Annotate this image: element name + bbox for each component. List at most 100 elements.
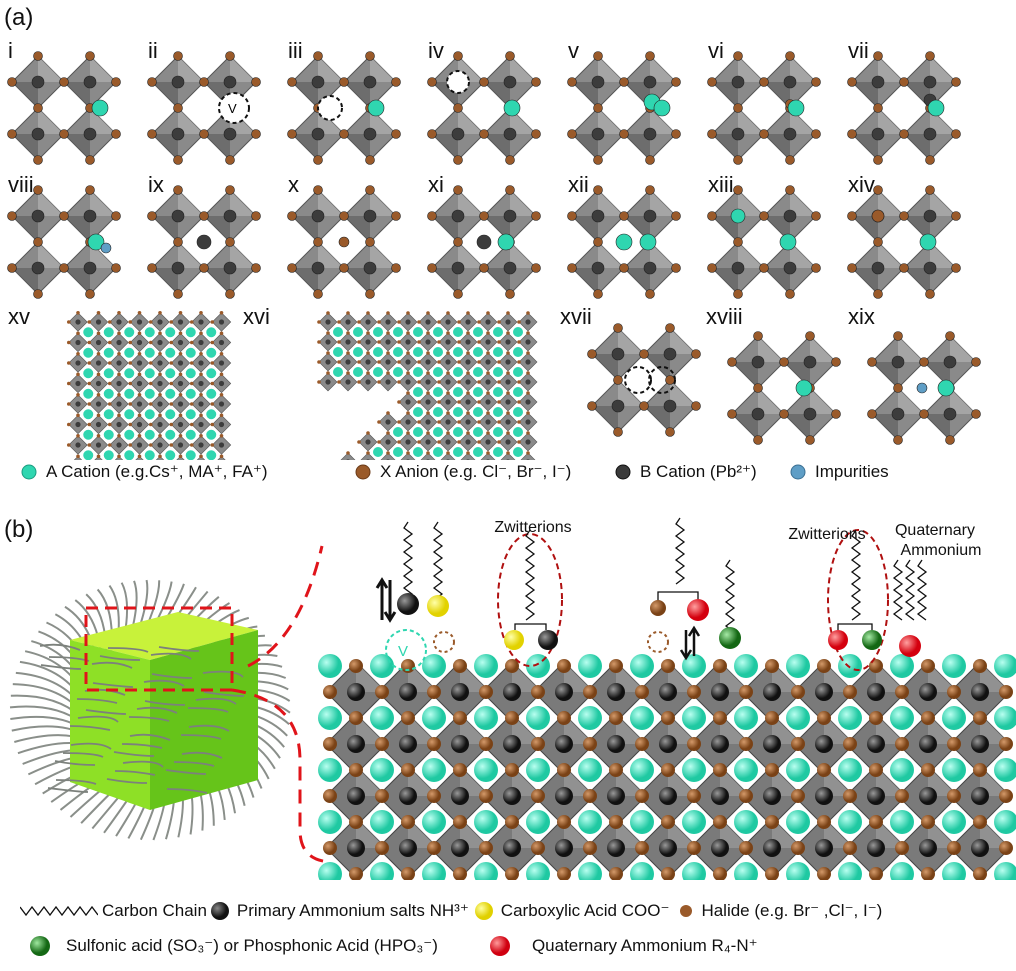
halide-head: [650, 600, 666, 616]
b-cation: [116, 319, 122, 325]
b-cation: [451, 127, 465, 141]
x-anion: [791, 789, 805, 803]
b-cation: [95, 442, 102, 448]
b-cation: [198, 360, 204, 366]
b-cation: [345, 319, 351, 325]
x-anion: [457, 360, 461, 364]
x-anion: [613, 375, 623, 385]
x-anion: [517, 420, 521, 424]
x-anion: [169, 361, 174, 365]
octahedron-face: [790, 190, 816, 216]
x-anion: [973, 763, 987, 777]
a-cation: [453, 367, 463, 377]
octahedron: [217, 455, 226, 460]
a-cation: [994, 706, 1016, 730]
octahedron-face: [572, 268, 598, 294]
x-anion: [313, 289, 323, 299]
x-anion: [999, 685, 1013, 699]
a-cation: [787, 99, 805, 117]
x-anion: [169, 320, 174, 324]
b-cation: [385, 359, 391, 365]
x-anion: [366, 311, 370, 315]
a-cation: [206, 368, 217, 379]
b-cation: [425, 359, 431, 365]
octahedron-face: [460, 818, 490, 848]
a-cation: [639, 233, 657, 251]
a-cation: [433, 347, 443, 357]
x-anion: [349, 815, 363, 829]
x-anion: [531, 685, 545, 699]
x-anion: [219, 392, 224, 397]
x-anion: [117, 454, 121, 459]
x-anion: [765, 659, 779, 673]
x-anion: [199, 351, 203, 356]
x-anion: [219, 413, 224, 418]
x-anion: [947, 685, 961, 699]
x-anion: [477, 360, 481, 364]
x-anion: [843, 737, 857, 751]
x-anion: [831, 357, 841, 367]
x-anion: [417, 420, 421, 424]
b-cation: [503, 127, 517, 141]
b-cation: [783, 261, 797, 275]
a-cation: [206, 450, 217, 460]
x-anion: [733, 155, 743, 165]
a-cation: [526, 862, 550, 880]
perovskite-cell: [707, 51, 821, 165]
octahedron-face: [356, 662, 386, 692]
x-anion: [137, 413, 142, 418]
x-anion: [486, 371, 490, 375]
octahedron-face: [650, 242, 676, 268]
octahedron-face: [356, 766, 386, 796]
x-anion: [869, 659, 883, 673]
quaternary-ammonium-head: [687, 599, 709, 621]
label-i: i: [8, 38, 13, 63]
b-cation: [196, 234, 212, 250]
b-cation: [218, 421, 225, 428]
octahedron-face: [344, 216, 370, 242]
x-anion: [169, 422, 174, 427]
x-anion: [199, 211, 209, 221]
x-anion: [727, 357, 737, 367]
x-anion: [178, 310, 183, 315]
ligand-strand: [99, 655, 141, 661]
panel-b-legend: Carbon Chain Primary Ammonium salts NH³⁺…: [14, 896, 1014, 966]
x-anion: [33, 237, 43, 247]
b-cation: [385, 419, 391, 425]
ligand-strand: [181, 751, 223, 759]
octahedron-face: [650, 108, 676, 134]
octahedron: [73, 455, 83, 460]
b-cation: [943, 407, 957, 421]
a-cation: [453, 407, 463, 417]
a-cation: [503, 99, 521, 117]
x-anion: [219, 372, 224, 377]
x-anion: [427, 129, 437, 139]
x-anion: [199, 433, 203, 438]
x-anion: [406, 351, 410, 355]
x-anion: [486, 411, 490, 415]
x-anion: [713, 763, 727, 777]
a-cation: [513, 347, 523, 357]
x-anion: [85, 51, 95, 61]
x-anion: [326, 351, 330, 355]
b-cation: [451, 261, 465, 275]
octahedron-face: [230, 242, 256, 268]
x-anion: [386, 451, 390, 455]
x-anion: [999, 737, 1013, 751]
octahedron: [94, 455, 103, 460]
x-anion: [526, 311, 530, 315]
x-anion: [169, 340, 174, 345]
octahedron-face: [178, 242, 204, 268]
x-anion: [497, 360, 501, 364]
label-iv: iv: [428, 38, 444, 63]
octahedron-face: [898, 336, 924, 362]
b-cation: [663, 399, 677, 413]
a-cation: [578, 654, 602, 678]
a-cation: [124, 347, 135, 358]
perovskite-cell: V: [147, 51, 261, 165]
x-anion: [323, 685, 337, 699]
panel-a-label: (a): [4, 4, 34, 31]
x-anion: [506, 371, 510, 375]
b-cation: [365, 379, 371, 385]
x-anion: [919, 409, 929, 419]
